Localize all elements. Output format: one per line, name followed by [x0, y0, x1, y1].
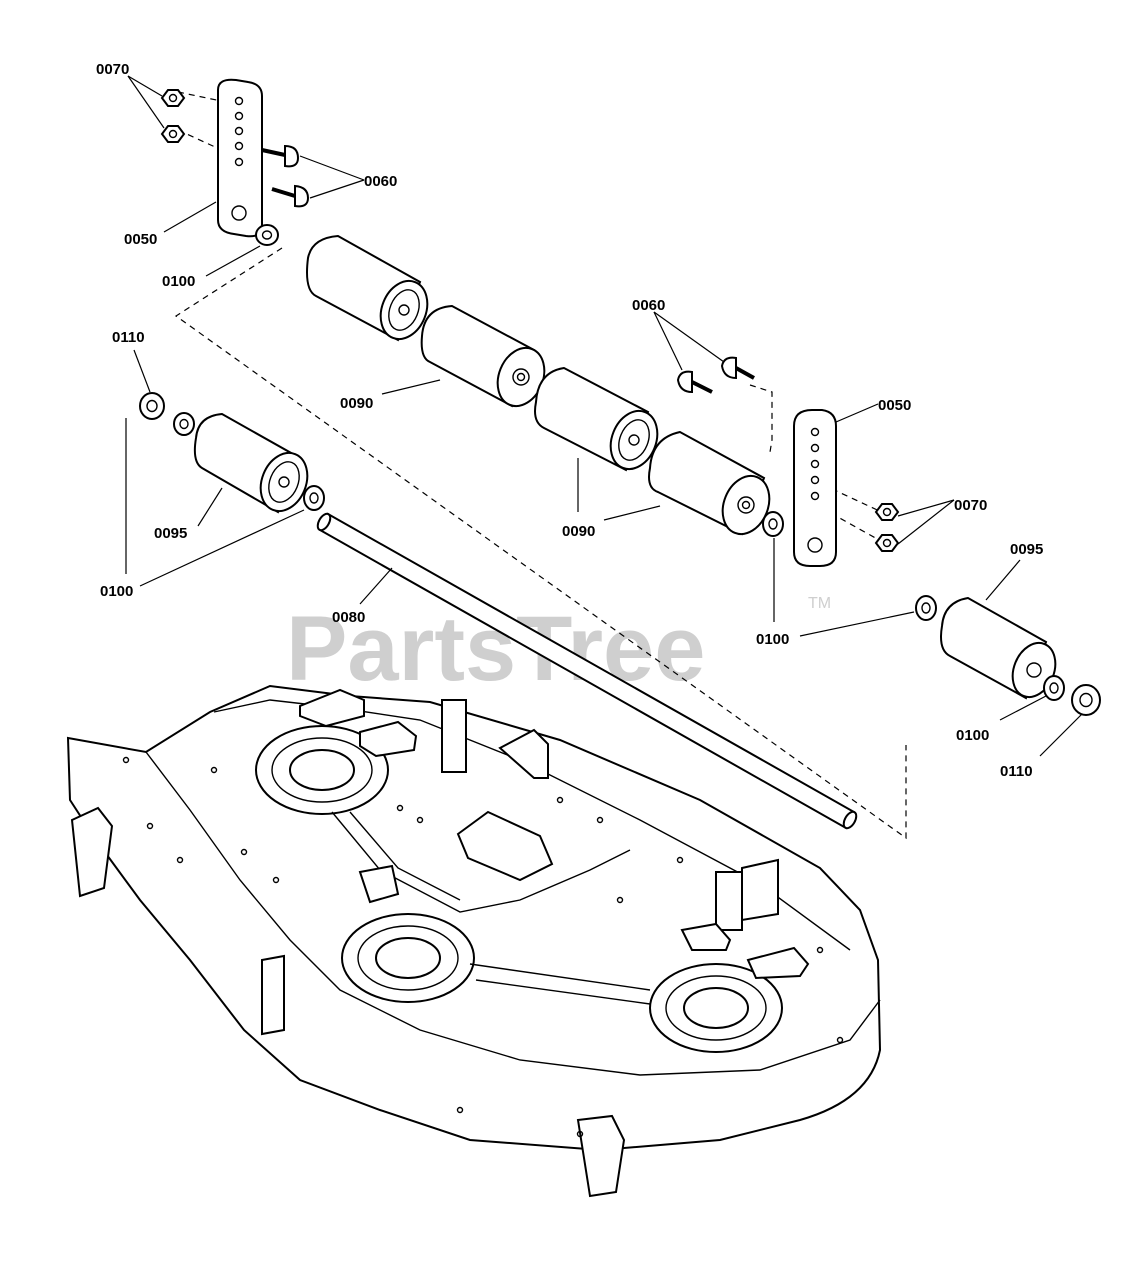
callout-0100-mid: 0100 [756, 631, 789, 648]
mount-bracket-right [793, 409, 837, 567]
washer-top-left [255, 224, 279, 246]
flange-nuts-right [874, 503, 900, 552]
roller-shaft [316, 512, 858, 830]
callout-0060-top-left: 0060 [364, 173, 397, 190]
carriage-bolts-top-left [261, 144, 310, 208]
roller-2 [420, 304, 546, 408]
callout-0070-right: 0070 [954, 497, 987, 514]
watermark-trademark: TM [808, 595, 831, 612]
callout-0090-left: 0090 [340, 395, 373, 412]
callout-0090-mid: 0090 [562, 523, 595, 540]
bushing-left [139, 392, 195, 436]
mower-deck [66, 684, 882, 1198]
callout-0100-right: 0100 [956, 727, 989, 744]
roller-1 [306, 234, 429, 342]
washer-mid [762, 511, 784, 537]
callout-0100-left: 0100 [100, 583, 133, 600]
callout-labels: 0070 0060 0050 0100 0110 0090 0095 0100 … [96, 61, 1043, 780]
callout-0060-right: 0060 [632, 297, 665, 314]
leader-lines [125, 75, 1083, 757]
washer-left [303, 485, 325, 511]
roller-right-0095 [915, 595, 1101, 716]
mount-bracket-left [217, 78, 263, 238]
callout-0095-right: 0095 [1010, 541, 1043, 558]
callout-0070-top-left: 0070 [96, 61, 129, 78]
roller-3 [534, 366, 659, 472]
callout-0095-left: 0095 [154, 525, 187, 542]
carriage-bolts-right [676, 356, 755, 394]
roller-4 [648, 430, 771, 536]
flange-nuts-top-left [160, 89, 186, 143]
callout-0110-left: 0110 [112, 329, 145, 346]
callout-0050-left: 0050 [124, 231, 157, 248]
callout-0080-shaft: 0080 [332, 609, 365, 626]
callout-0050-right: 0050 [878, 397, 911, 414]
callout-0110-right: 0110 [1000, 763, 1033, 780]
roller-left-0095 [193, 412, 309, 514]
callout-0100-top-left: 0100 [162, 273, 195, 290]
